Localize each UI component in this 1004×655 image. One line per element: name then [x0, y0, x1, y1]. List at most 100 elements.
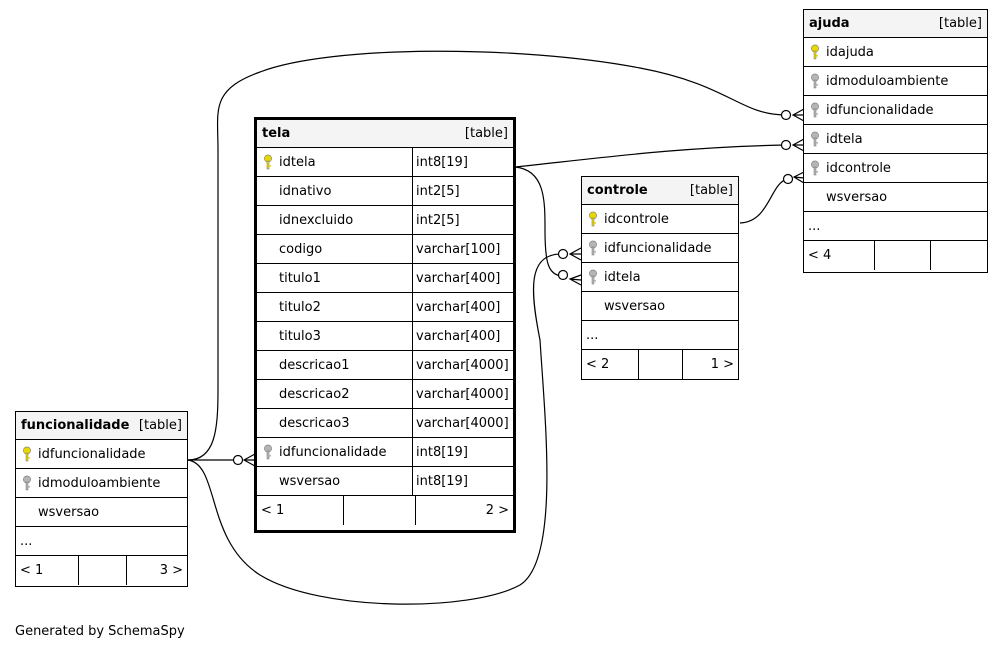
column-type: varchar[4000]	[412, 351, 513, 379]
table-kind: [table]	[938, 16, 982, 31]
column-row[interactable]: idcontrole	[582, 205, 738, 234]
nav-left[interactable]: < 2	[586, 357, 610, 372]
column-name: idfuncionalidade	[604, 240, 712, 256]
column-row[interactable]: descricao3 varchar[4000]	[257, 409, 513, 438]
table-kind: [table]	[464, 126, 508, 141]
crows-foot-controle-idtela	[568, 274, 582, 286]
table-name: controle	[587, 183, 648, 198]
nav-left[interactable]: < 1	[20, 563, 44, 578]
table-header: controle [table]	[582, 177, 738, 205]
table-nav: < 1 2 >	[257, 496, 513, 525]
edge-tela-controle	[514, 166, 563, 277]
table-kind: [table]	[689, 183, 733, 198]
primary-key-icon	[582, 211, 604, 227]
column-type: varchar[4000]	[412, 409, 513, 437]
optional-circle	[780, 109, 792, 121]
column-row[interactable]: idmoduloambiente	[16, 469, 187, 498]
crows-foot-tela-idfuncionalidade	[242, 453, 256, 467]
optional-circle	[780, 139, 792, 151]
column-row[interactable]: idajuda	[804, 38, 987, 67]
crows-foot-ajuda-idcontrole	[792, 171, 805, 184]
column-type: varchar[400]	[412, 293, 513, 321]
primary-key-icon	[804, 44, 826, 60]
nav-left[interactable]: < 1	[261, 503, 285, 518]
column-name: idfuncionalidade	[826, 102, 934, 118]
optional-circle	[232, 454, 244, 466]
column-name: descricao3	[279, 415, 350, 431]
table-nav: < 1 3 >	[16, 556, 187, 585]
column-row[interactable]: wsversao int8[19]	[257, 467, 513, 496]
column-row[interactable]: idfuncionalidade	[804, 96, 987, 125]
column-row[interactable]: idmoduloambiente	[804, 67, 987, 96]
foreign-key-icon	[804, 102, 826, 118]
nav-left[interactable]: < 4	[808, 248, 832, 263]
column-name: idmoduloambiente	[826, 73, 949, 89]
nav-spacer	[78, 556, 126, 585]
table-controle[interactable]: controle [table] idcontrole idfuncionalid…	[581, 176, 739, 380]
edge-funcionalidade-ajuda	[187, 50, 787, 461]
column-row[interactable]: descricao1 varchar[4000]	[257, 351, 513, 380]
column-row[interactable]: wsversao	[582, 292, 738, 321]
foreign-key-icon	[16, 475, 38, 491]
column-name: idajuda	[826, 44, 874, 60]
column-row[interactable]: idcontrole	[804, 154, 987, 183]
nav-right[interactable]	[930, 241, 987, 270]
column-row[interactable]: idtela	[582, 263, 738, 292]
column-name: idfuncionalidade	[279, 444, 387, 460]
column-type: int2[5]	[412, 206, 513, 234]
crows-foot-ajuda-idtela	[791, 138, 805, 152]
nav-spacer	[874, 241, 930, 270]
column-type: varchar[4000]	[412, 380, 513, 408]
column-type: int8[19]	[412, 467, 513, 495]
foreign-key-icon	[582, 240, 604, 256]
column-name: idfuncionalidade	[38, 446, 146, 462]
optional-circle	[782, 173, 794, 185]
column-type: int2[5]	[412, 177, 513, 205]
nav-right[interactable]: 1 >	[682, 350, 738, 379]
column-row[interactable]: idfuncionalidade	[582, 234, 738, 263]
optional-circle	[557, 248, 569, 260]
column-name: idcontrole	[604, 211, 669, 227]
primary-key-icon	[16, 446, 38, 462]
primary-key-icon	[257, 154, 279, 170]
table-funcionalidade[interactable]: funcionalidade [table] idfuncionalidade i…	[15, 411, 188, 587]
column-row[interactable]: wsversao	[804, 183, 987, 212]
column-name: wsversao	[826, 189, 888, 205]
foreign-key-icon	[257, 444, 279, 460]
column-name: wsversao	[279, 473, 341, 489]
table-nav: < 4	[804, 241, 987, 270]
column-row[interactable]: idfuncionalidade	[16, 440, 187, 469]
column-name: descricao1	[279, 357, 350, 373]
column-name: wsversao	[38, 504, 100, 520]
column-name: idcontrole	[826, 160, 891, 176]
crows-foot-controle-idfuncionalidade	[568, 247, 582, 261]
table-name: tela	[262, 126, 291, 141]
table-header: tela [table]	[257, 120, 513, 148]
nav-right[interactable]: 3 >	[126, 556, 187, 585]
column-name: titulo3	[279, 328, 321, 344]
column-row[interactable]: wsversao	[16, 498, 187, 527]
optional-circle	[557, 269, 569, 281]
column-row[interactable]: idtela	[804, 125, 987, 154]
table-ajuda[interactable]: ajuda [table] idajuda idmoduloambiente idf…	[803, 9, 988, 273]
column-type: int8[19]	[412, 148, 513, 176]
table-name: funcionalidade	[21, 418, 130, 433]
column-name: codigo	[279, 241, 323, 257]
table-header: funcionalidade [table]	[16, 412, 187, 440]
edge-tela-ajuda	[514, 144, 787, 168]
nav-right[interactable]: 2 >	[415, 496, 513, 525]
table-kind: [table]	[138, 418, 182, 433]
table-header: ajuda [table]	[804, 10, 987, 38]
